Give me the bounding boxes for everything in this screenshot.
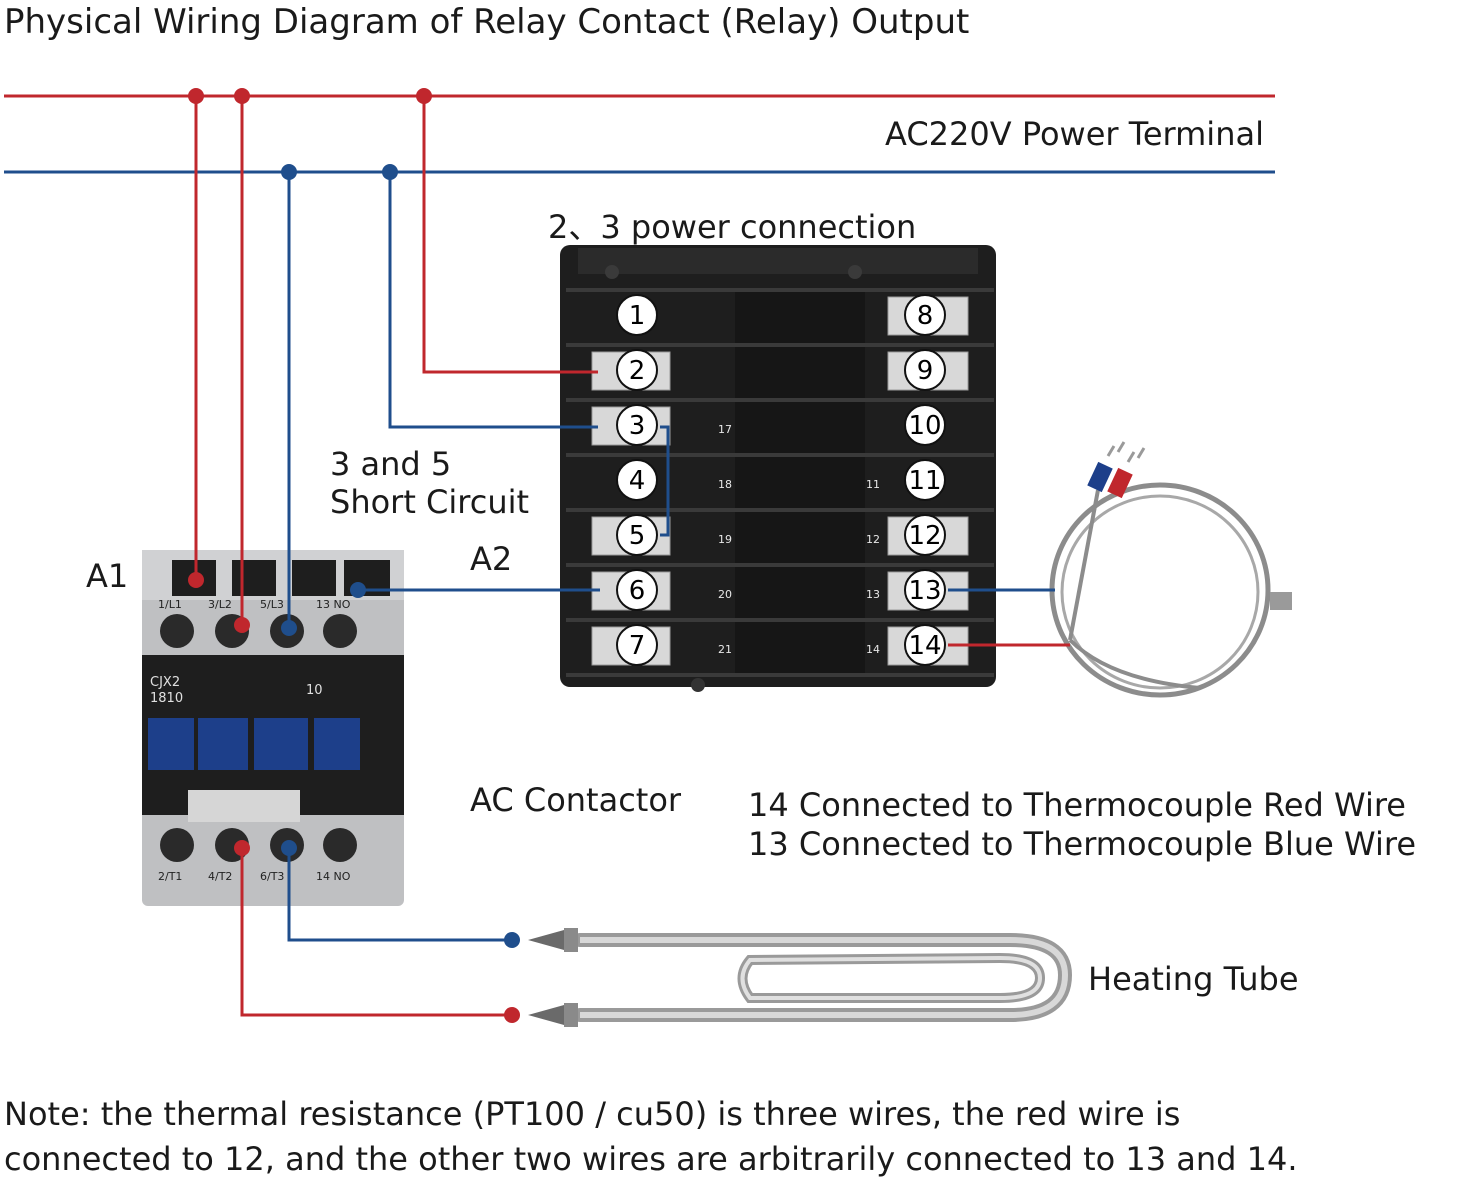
terminal-number: 13 <box>908 576 941 606</box>
terminal-7 <box>616 624 658 666</box>
terminal-number: 5 <box>629 521 646 551</box>
contactor-bottom-terminal: 14 NO <box>316 870 351 883</box>
terminal-number: 12 <box>908 521 941 551</box>
red-wire-terminal-2 <box>422 96 598 374</box>
terminal-11 <box>904 459 946 501</box>
controller-terminal-block: 17 18 19 20 21 11 12 13 14 1 2 3 4 5 6 7 <box>560 245 996 692</box>
contactor-top-terminal: 1/L1 <box>158 598 182 611</box>
inner-mark: 11 <box>866 478 880 491</box>
contactor-bottom-terminal: 4/T2 <box>208 870 232 883</box>
terminal-number: 11 <box>908 466 941 496</box>
short-wire-3-5 <box>660 425 670 537</box>
terminal-6 <box>616 569 658 611</box>
contactor-top-terminal: 3/L2 <box>208 598 232 611</box>
heating-tube <box>528 928 1073 1027</box>
thermocouple-blue-label: 13 Connected to Thermocouple Blue Wire <box>748 825 1416 863</box>
contactor-top-terminal: 5/L3 <box>260 598 284 611</box>
terminal-9 <box>904 349 946 391</box>
terminal-12 <box>904 514 946 556</box>
inner-mark: 21 <box>718 643 732 656</box>
inner-mark: 20 <box>718 588 732 601</box>
contactor-bottom-terminal: 6/T3 <box>260 870 284 883</box>
left-terminals: 1 2 3 4 5 6 7 <box>616 294 658 666</box>
contactor-bottom-terminal: 2/T1 <box>158 870 182 883</box>
a2-label: A2 <box>470 540 513 578</box>
terminal-14 <box>904 624 946 666</box>
power-terminal-label: AC220V Power Terminal <box>885 115 1264 153</box>
terminal-13 <box>904 569 946 611</box>
terminal-number: 10 <box>908 411 941 441</box>
terminal-3 <box>616 404 658 446</box>
inner-mark: 14 <box>866 643 880 656</box>
inner-mark: 17 <box>718 423 732 436</box>
short-circuit-label-line2: Short Circuit <box>330 483 530 521</box>
terminal-5 <box>616 514 658 556</box>
power-connection-label: 2、3 power connection <box>548 208 917 246</box>
page-title: Physical Wiring Diagram of Relay Contact… <box>4 2 970 42</box>
contactor-model: CJX2 <box>150 675 180 690</box>
contactor-top-terminal: 13 NO <box>316 598 351 611</box>
terminal-2 <box>616 349 658 391</box>
red-wire-heater <box>240 848 512 1017</box>
thermocouple-probe <box>1049 441 1292 698</box>
inner-mark: 19 <box>718 533 732 546</box>
terminal-number: 2 <box>629 356 646 386</box>
note-line-1: Note: the thermal resistance (PT100 / cu… <box>4 1095 1181 1133</box>
terminal-number: 6 <box>629 576 646 606</box>
note-line-2: connected to 12, and the other two wires… <box>4 1140 1298 1178</box>
inner-mark: 18 <box>718 478 732 491</box>
contactor-model-number: 1810 <box>150 691 183 706</box>
a1-label: A1 <box>86 557 129 595</box>
thermocouple-red-label: 14 Connected to Thermocouple Red Wire <box>748 786 1406 824</box>
junction-dots <box>188 88 520 1023</box>
ac-contactor-label: AC Contactor <box>470 781 682 819</box>
terminal-number: 9 <box>917 356 934 386</box>
terminal-number: 4 <box>629 466 646 496</box>
terminal-number: 8 <box>917 301 934 331</box>
blue-wire-heater <box>287 848 512 942</box>
terminal-number: 7 <box>629 631 646 661</box>
right-terminals: 8 9 10 11 12 13 14 <box>904 294 946 666</box>
terminal-10 <box>904 404 946 446</box>
terminal-number: 3 <box>629 411 646 441</box>
terminal-1 <box>616 294 658 336</box>
terminal-number: 14 <box>908 631 941 661</box>
terminal-4 <box>616 459 658 501</box>
terminal-number: 1 <box>629 301 646 331</box>
inner-mark: 13 <box>866 588 880 601</box>
inner-mark: 12 <box>866 533 880 546</box>
ac-contactor: 1/L1 3/L2 5/L3 13 NO CJX2 1810 10 2/T1 <box>142 550 404 906</box>
heating-tube-label: Heating Tube <box>1088 960 1299 998</box>
blue-wire-terminal-3 <box>388 172 598 429</box>
short-circuit-label-line1: 3 and 5 <box>330 445 452 483</box>
terminal-8 <box>904 294 946 336</box>
contactor-code: 10 <box>306 683 323 698</box>
